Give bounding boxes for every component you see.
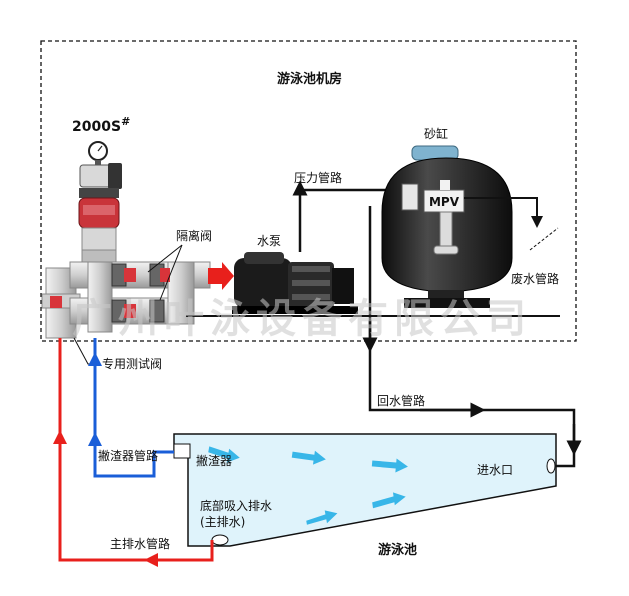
pressure-pipe-label: 压力管路 [294,170,342,185]
pump-label: 水泵 [257,234,281,248]
test-device [78,141,122,265]
company-watermark: 广州叶泳设备有限公司 [72,296,532,342]
bottom-drain-label-1: 底部吸入排水 [200,498,272,513]
inlet-label: 进水口 [477,463,513,477]
model-label: 2000S# [72,115,130,135]
skimmer-box [173,443,191,459]
skimmer-pipe-label: 撇渣器管路 [98,448,158,463]
pipe-manifold [41,261,234,339]
return-pipe-label: 回水管路 [377,393,425,408]
mpv-label: MPV [429,195,460,209]
main-drain-pipe-label: 主排水管路 [110,536,170,551]
skimmer-label: 撇渣器 [196,453,232,468]
pump [232,252,358,314]
bottom-drain [211,534,229,546]
bottom-drain-label-2: (主排水) [200,515,245,529]
machine-room-label: 游泳池机房 [277,71,342,87]
machine-room-frame [40,40,577,342]
isolation-valve-label: 隔离阀 [176,228,212,243]
waste-pipe-line [464,197,543,228]
flow-arrow-icon [208,262,234,290]
flow-arrow-icon [53,430,67,444]
isolation-valve-handle [124,268,136,282]
waste-pipe-label: 废水管路 [511,271,559,286]
sand-tank: MPV [381,145,513,308]
main-drain-pipe-line [58,338,214,562]
water-flow-arrows [208,446,408,525]
pool-label: 游泳池 [378,542,417,558]
test-valve-label: 专用测试阀 [102,356,162,371]
inlet-fitting [546,458,556,474]
flow-arrow-icon [88,432,102,446]
sand-tank-label: 砂缸 [424,126,448,141]
skimmer-pipe-line [93,338,174,478]
